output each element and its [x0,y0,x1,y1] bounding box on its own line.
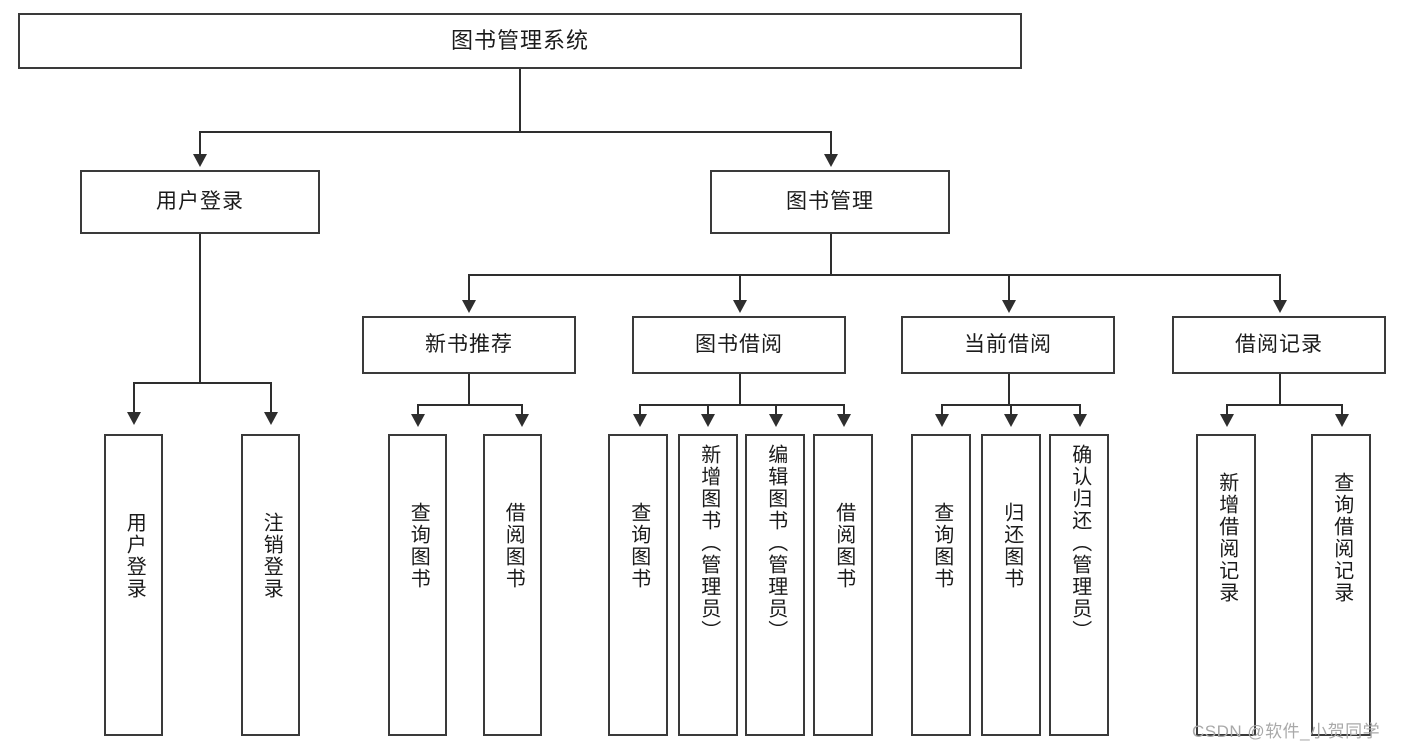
connector-root-trunk [519,69,521,131]
arrowhead-bb-leaf3 [769,414,783,427]
connector-book-mgmt-trunk [830,234,832,274]
node-label: 图书借阅 [695,333,783,357]
node-label: 图书管理 [786,190,874,214]
connector-user-login-trunk [199,234,201,382]
connector-br-leaf1 [1226,404,1228,416]
connector-book-borrow-trunk [739,374,741,404]
node-label: 借阅图书 [502,502,525,590]
arrowhead-to-user-login [193,154,207,167]
node-label: 查询借阅记录 [1330,472,1353,604]
node-user-login[interactable]: 用户登录 [80,170,320,234]
arrowhead-br-leaf2 [1335,414,1349,427]
arrowhead-bb-leaf4 [837,414,851,427]
connector-root-bus [199,131,831,133]
node-borrow-record[interactable]: 借阅记录 [1172,316,1386,374]
connector-to-leaf-user-login [133,382,135,414]
arrowhead-cb-leaf2 [1004,414,1018,427]
arrowhead-br-leaf1 [1220,414,1234,427]
connector-new-book-bus [417,404,522,406]
connector-borrow-record-bus [1226,404,1342,406]
connector-bb-leaf3 [775,404,777,416]
node-label: 新增图书（管理员） [697,444,720,642]
connector-book-mgmt-bus [468,274,1280,276]
arrowhead-leaf-logout [264,412,278,425]
node-label: 用户登录 [156,190,244,214]
leaf-edit-book-admin[interactable]: 编辑图书（管理员） [745,434,805,736]
leaf-add-borrow-record[interactable]: 新增借阅记录 [1196,434,1256,736]
leaf-logout[interactable]: 注销登录 [241,434,300,736]
csdn-watermark: CSDN @软件_小贺同学 [1192,722,1381,741]
node-label: 查询图书 [407,502,430,590]
connector-new-book-trunk [468,374,470,404]
node-label: 借阅图书 [832,502,855,590]
arrowhead-cb-leaf1 [935,414,949,427]
leaf-borrow-book-recommend[interactable]: 借阅图书 [483,434,542,736]
node-label: 图书管理系统 [450,27,589,53]
node-root-system[interactable]: 图书管理系统 [18,13,1022,69]
node-current-borrow[interactable]: 当前借阅 [901,316,1115,374]
connector-to-new-book [468,274,470,302]
arrowhead-borrow-record [1273,300,1287,313]
leaf-query-book-recommend[interactable]: 查询图书 [388,434,447,736]
node-label: 借阅记录 [1235,333,1323,357]
node-label: 用户登录 [123,512,146,600]
node-label: 注销登录 [260,512,283,600]
connector-br-leaf2 [1341,404,1343,416]
connector-cb-leaf1 [941,404,943,416]
connector-bb-leaf4 [843,404,845,416]
connector-root-to-book-mgmt [830,131,832,156]
arrowhead-to-book-mgmt [824,154,838,167]
node-label: 当前借阅 [964,333,1052,357]
connector-cb-leaf2 [1010,404,1012,416]
node-label: 确认归还（管理员） [1068,444,1091,642]
connector-bb-leaf1 [639,404,641,416]
leaf-add-book-admin[interactable]: 新增图书（管理员） [678,434,738,736]
connector-nb-leaf1 [417,404,419,416]
connector-to-leaf-logout [270,382,272,414]
leaf-return-book[interactable]: 归还图书 [981,434,1041,736]
arrowhead-bb-leaf2 [701,414,715,427]
node-label: 查询图书 [627,502,650,590]
leaf-query-borrow-record[interactable]: 查询借阅记录 [1311,434,1371,736]
connector-to-book-borrow [739,274,741,302]
connector-to-borrow-record [1279,274,1281,302]
arrowhead-nb-leaf2 [515,414,529,427]
connector-nb-leaf2 [521,404,523,416]
leaf-borrow-book[interactable]: 借阅图书 [813,434,873,736]
node-label: 编辑图书（管理员） [764,444,787,642]
arrowhead-nb-leaf1 [411,414,425,427]
node-new-book-recommend[interactable]: 新书推荐 [362,316,576,374]
leaf-confirm-return-admin[interactable]: 确认归还（管理员） [1049,434,1109,736]
leaf-query-book-borrow[interactable]: 查询图书 [608,434,668,736]
connector-current-borrow-trunk [1008,374,1010,404]
connector-bb-leaf2 [707,404,709,416]
connector-borrow-record-trunk [1279,374,1281,404]
node-book-borrow[interactable]: 图书借阅 [632,316,846,374]
connector-to-current-borrow [1008,274,1010,302]
connector-book-borrow-bus [639,404,844,406]
connector-root-to-user-login [199,131,201,156]
arrowhead-cb-leaf3 [1073,414,1087,427]
arrowhead-new-book [462,300,476,313]
leaf-query-book-current[interactable]: 查询图书 [911,434,971,736]
connector-cb-leaf3 [1079,404,1081,416]
arrowhead-book-borrow [733,300,747,313]
node-label: 查询图书 [930,502,953,590]
node-label: 新书推荐 [425,333,513,357]
arrowhead-current-borrow [1002,300,1016,313]
node-book-management[interactable]: 图书管理 [710,170,950,234]
connector-user-login-bus [133,382,271,384]
node-label: 新增借阅记录 [1215,472,1238,604]
arrowhead-bb-leaf1 [633,414,647,427]
node-label: 归还图书 [1000,502,1023,590]
leaf-user-login[interactable]: 用户登录 [104,434,163,736]
arrowhead-leaf-user-login [127,412,141,425]
